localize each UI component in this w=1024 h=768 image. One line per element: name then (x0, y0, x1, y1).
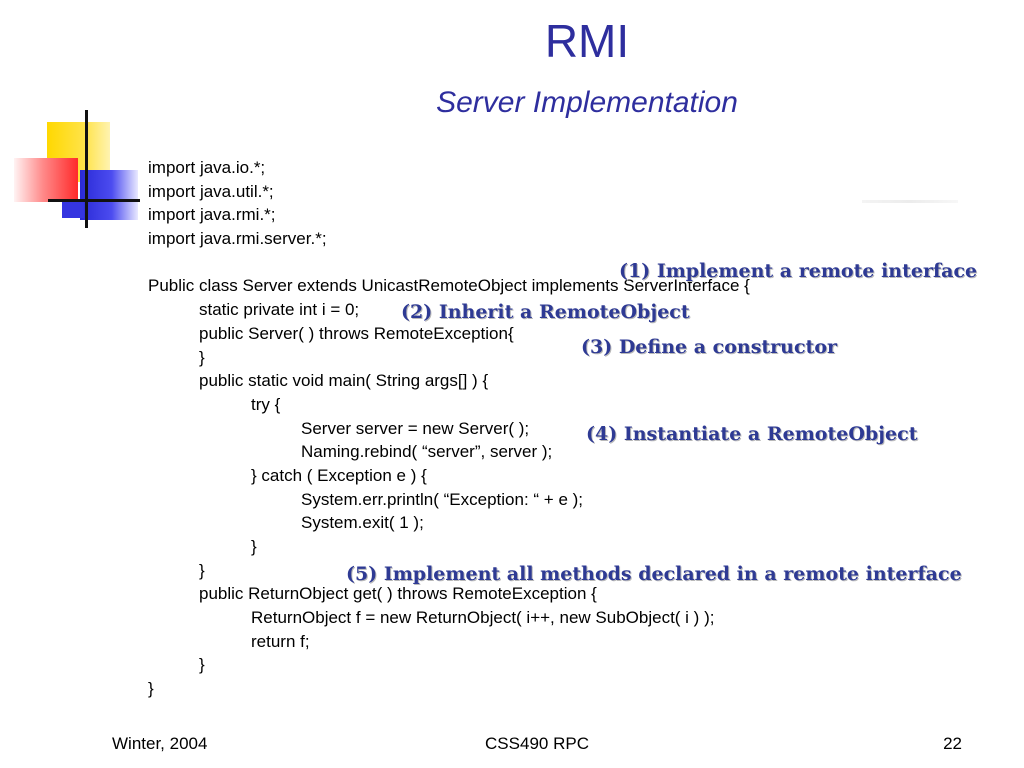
code-line: public static void main( String args[] )… (199, 371, 489, 391)
footer-course: CSS490 RPC (485, 734, 589, 753)
code-line: public Server( ) throws RemoteException{ (199, 323, 514, 343)
code-line: Server server = new Server( ); (301, 418, 530, 438)
code-line: return f; (251, 631, 310, 651)
code-line: System.exit( 1 ); (301, 513, 424, 533)
logo-horizontal-line (48, 199, 140, 202)
code-line: import java.rmi.server.*; (148, 229, 327, 249)
code-line: Public class Server extends UnicastRemot… (148, 276, 750, 296)
logo-red-square (14, 158, 78, 202)
logo-blue-small-square (62, 200, 84, 218)
code-line: try { (251, 394, 281, 414)
code-line: import java.io.*; (148, 158, 266, 177)
annotation-define-constructor: (3) Define a constructor (581, 336, 838, 358)
code-line: } (199, 560, 205, 580)
footer-date: Winter, 2004 (112, 734, 208, 753)
code-line: ReturnObject f = new ReturnObject( i++, … (251, 608, 715, 628)
code-line: } (148, 679, 154, 699)
code-line: import java.util.*; (148, 181, 274, 201)
code-line: System.err.println( “Exception: “ + e ); (301, 489, 584, 509)
slide-title: RMI (544, 15, 630, 67)
decorative-faint-line (862, 200, 958, 203)
code-line: } catch ( Exception e ) { (251, 465, 427, 485)
annotation-implement-remote-interface: (1) Implement a remote interface (619, 260, 978, 282)
annotation-instantiate-remote-object: (4) Instantiate a RemoteObject (586, 423, 918, 445)
slide-subtitle: Server Implementation (436, 86, 738, 119)
annotation-implement-all-methods: (5) Implement all methods declared in a … (346, 563, 962, 585)
code-line: import java.rmi.*; (148, 205, 276, 225)
code-line: } (251, 537, 257, 556)
code-line: } (199, 347, 205, 367)
logo-vertical-line (85, 110, 88, 228)
code-line: public ReturnObject get( ) throws Remote… (199, 584, 597, 604)
code-line: Naming.rebind( “server”, server ); (301, 442, 553, 462)
annotation-inherit-remote-object: (2) Inherit a RemoteObject (401, 301, 690, 323)
footer-page-number: 22 (943, 734, 962, 753)
logo-blue-square (80, 170, 138, 220)
code-line: static private int i = 0; (199, 300, 360, 320)
code-block: import java.io.*; import java.util.*; impo… (148, 156, 750, 701)
code-line: } (199, 655, 205, 675)
